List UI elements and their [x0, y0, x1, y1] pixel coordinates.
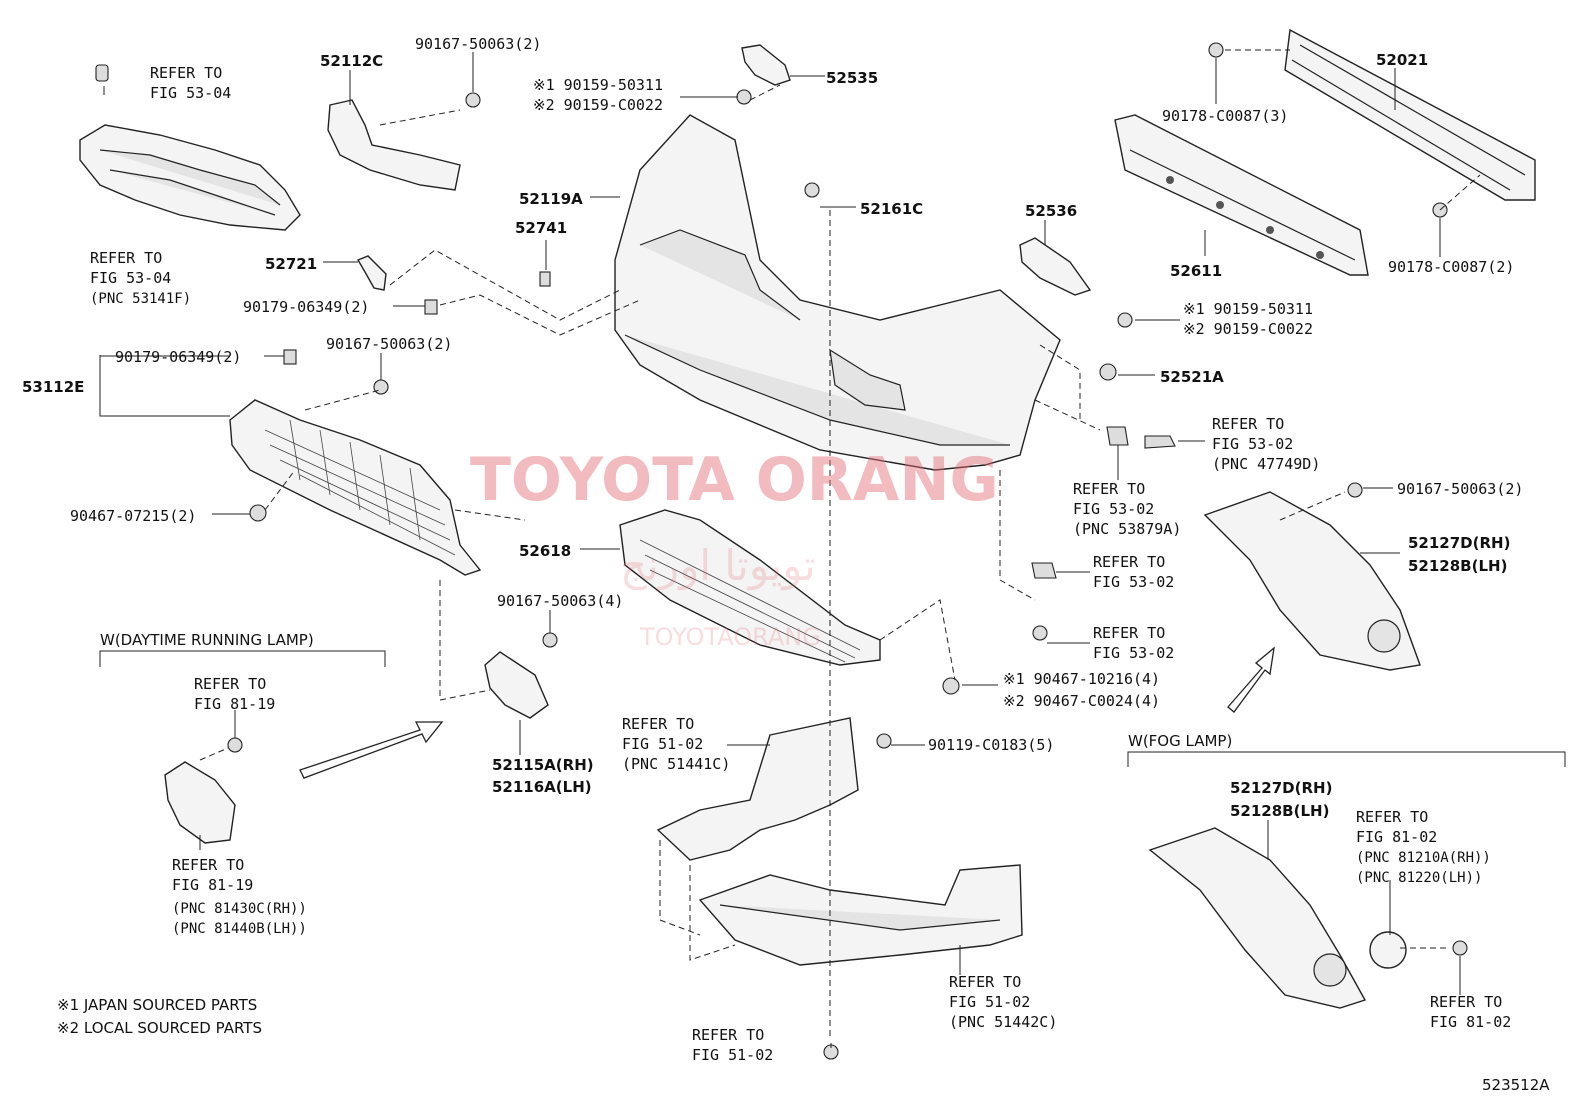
- pnc-90179-a: 90179-06349(2): [243, 298, 369, 316]
- pnc-90467-notes: ※1 90467-10216(4) ※2 90467-C0024(4): [1003, 670, 1169, 710]
- pnc-52119A: 52119A: [519, 190, 583, 208]
- refer-81-02-b-label: REFER TO FIG 81-02: [1430, 993, 1511, 1031]
- bumper-cover-52119A-drawing: [539, 114, 1061, 471]
- assembly-lines: [199, 49, 1481, 1040]
- pnc-52161C: 52161C: [860, 200, 923, 218]
- pnc-52536-notes: ※1 90159-50311 ※2 90159-C0022: [1183, 300, 1322, 338]
- bumper-reinforcement-52021-drawing: [1208, 28, 1536, 218]
- pnc-90167-4: 90167-50063(4): [497, 592, 623, 610]
- fog-section-title: W(FOG LAMP): [1128, 732, 1232, 750]
- nut-icon: [1208, 42, 1224, 58]
- pnc-52536: 52536: [1025, 202, 1077, 220]
- pnc-52535: 52535: [826, 69, 878, 87]
- retainer-52521A-icon: [1099, 363, 1117, 381]
- refer-53-02-b-label: REFER TO FIG 53-02 (PNC 53879A): [1073, 480, 1181, 538]
- part-52741-icon: [539, 271, 551, 287]
- refer-81-02-a-label: REFER TO FIG 81-02 (PNC 81210A(RH)) (PNC…: [1356, 808, 1500, 886]
- pnc-52535-notes: ※1 90159-50311 ※2 90159-C0022: [533, 76, 672, 114]
- pnc-52721: 52721: [265, 255, 317, 273]
- pnc-90119: 90119-C0183(5): [928, 736, 1054, 754]
- part-52112C-drawing: [327, 92, 481, 191]
- pnc-52611: 52611: [1170, 262, 1222, 280]
- clip-icon: [736, 89, 752, 105]
- misc-clips-right: [1031, 426, 1176, 641]
- part-52536-drawing: [1019, 237, 1133, 381]
- refer-53-04-bottom-label: REFER TO FIG 53-04 (PNC 53141F): [90, 249, 191, 307]
- lower-grille-53112E-drawing: [229, 349, 482, 576]
- refer-51-02-a-label: REFER TO FIG 51-02 (PNC 51441C): [622, 715, 730, 773]
- pnc-52521A: 52521A: [1160, 368, 1224, 386]
- clip-icon: [1106, 426, 1129, 446]
- bolt-icon: [1347, 482, 1363, 498]
- energy-absorber-52611-drawing: [1114, 114, 1369, 276]
- diagram-id: 523512A: [1482, 1076, 1550, 1094]
- pnc-90179-b: 90179-06349(2): [115, 348, 241, 366]
- arrow-drl: [299, 721, 444, 779]
- clip-icon: [942, 677, 960, 695]
- leader-lines: [99, 52, 1566, 1048]
- part-52115A-drawing: [484, 632, 558, 719]
- pnc-90178-top: 90178-C0087(3): [1162, 107, 1288, 125]
- screw-icon: [1452, 940, 1468, 956]
- drl-section-title: W(DAYTIME RUNNING LAMP): [100, 631, 314, 649]
- refer-53-02-a-label: REFER TO FIG 53-02 (PNC 47749D): [1212, 415, 1320, 473]
- arrow-fog: [1227, 646, 1275, 713]
- clip-icon: [1117, 312, 1133, 328]
- clip-icon: [283, 349, 297, 365]
- pnc-52127D-lower: 52127D(RH) 52128B(LH): [1230, 779, 1338, 820]
- watermark-arabic: تويوتا اورنج: [620, 541, 816, 591]
- pnc-53112E: 53112E: [22, 378, 84, 396]
- refer-81-19-top-label: REFER TO FIG 81-19: [194, 675, 275, 713]
- pnc-90467-left: 90467-07215(2): [70, 507, 196, 525]
- bolt-icon: [373, 379, 389, 395]
- drl-lamp-drawing: [164, 737, 243, 844]
- refer-81-19-bottom-label: REFER TO FIG 81-19 (PNC 81430C(RH)) (PNC…: [172, 856, 316, 937]
- refer-51-02-b-label: REFER TO FIG 51-02 (PNC 51442C): [949, 973, 1057, 1031]
- pnc-90167-mid: 90167-50063(2): [326, 335, 452, 353]
- pnc-52618: 52618: [519, 542, 571, 560]
- fog-lamp-icon: [1369, 931, 1407, 969]
- radiator-support-cover-part: [79, 64, 301, 231]
- part-52618-drawing: [619, 509, 881, 666]
- pnc-90178-bottom: 90178-C0087(2): [1388, 258, 1514, 276]
- pnc-90167-top: 90167-50063(2): [415, 35, 541, 53]
- refer-51-02-c-label: REFER TO FIG 51-02: [692, 1026, 773, 1064]
- refer-53-02-c-label: REFER TO FIG 53-02: [1093, 553, 1174, 591]
- screw-icon: [876, 733, 892, 749]
- refer-53-04-top-label: REFER TO FIG 53-04: [150, 64, 231, 102]
- part-52721-drawing: [356, 255, 438, 315]
- fog-cover-52127D-upper-drawing: [1203, 482, 1421, 671]
- pnc-52115A: 52115A(RH) 52116A(LH): [492, 756, 599, 796]
- clip-icon: [424, 299, 438, 315]
- pnc-52112C: 52112C: [320, 52, 383, 70]
- clip-icon: [95, 64, 109, 82]
- bolt-icon: [542, 632, 558, 648]
- watermark-main: TOYOTA ORANG: [470, 445, 999, 515]
- clip-icon: [249, 504, 267, 522]
- pnc-52127D-upper: 52127D(RH) 52128B(LH): [1408, 534, 1516, 575]
- screw-icon: [227, 737, 243, 753]
- clip-52161C-icon: [804, 182, 820, 198]
- pnc-52021: 52021: [1376, 51, 1428, 69]
- part-52535-drawing: [736, 44, 791, 105]
- pnc-90167-right: 90167-50063(2): [1397, 480, 1523, 498]
- bolt-icon: [465, 92, 481, 108]
- pnc-52741: 52741: [515, 219, 567, 237]
- engine-under-cover-drawing: [656, 677, 1023, 1060]
- screw-icon: [1032, 625, 1048, 641]
- watermark-sub: TOYOTAORANG: [639, 623, 821, 651]
- fog-cover-52127D-lower-drawing: [1148, 827, 1468, 1009]
- refer-53-02-d-label: REFER TO FIG 53-02: [1093, 624, 1174, 662]
- clip-icon: [1031, 562, 1057, 579]
- source-footnotes: ※1 JAPAN SOURCED PARTS ※2 LOCAL SOURCED …: [57, 996, 262, 1037]
- pin-icon: [1144, 435, 1176, 449]
